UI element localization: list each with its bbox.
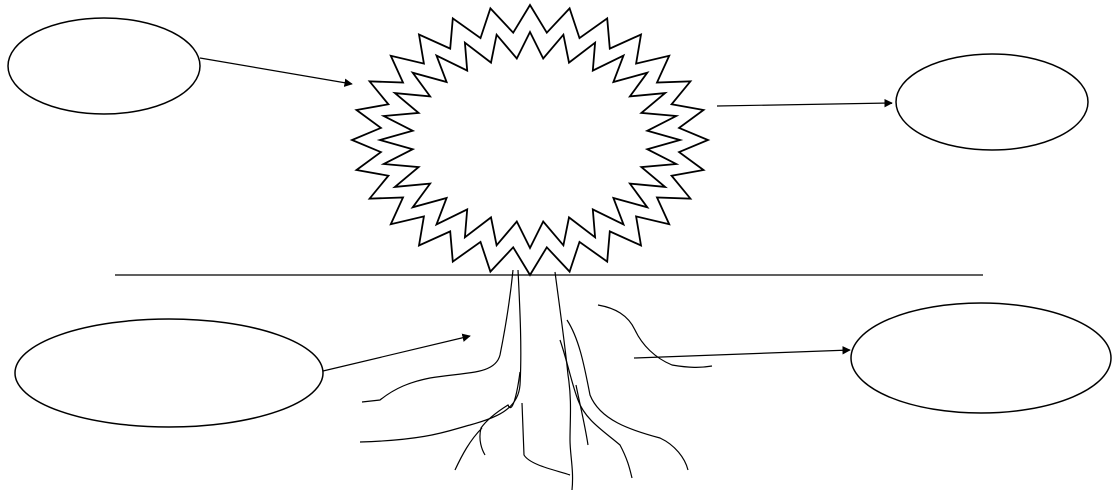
arrow-top-left-to-sun: [200, 58, 352, 84]
root-strand: [555, 272, 573, 490]
oval-bottom-left: [15, 319, 323, 427]
sun-starburst: [352, 5, 708, 275]
arrow-roots-to-bottom-right: [634, 350, 850, 358]
root-strand: [455, 428, 482, 470]
root-strand: [598, 305, 712, 367]
starburst-inner-ring: [380, 32, 680, 248]
root-strand: [362, 270, 513, 402]
oval-top-right: [896, 54, 1088, 150]
starburst-outer-ring: [352, 5, 708, 275]
oval-top-left: [8, 18, 200, 114]
oval-bottom-right: [851, 303, 1111, 413]
arrow-sun-to-top-right: [717, 103, 892, 106]
arrow-bottom-left-to-roots: [323, 336, 470, 371]
root-strand: [567, 320, 688, 470]
tree-roots: [360, 270, 712, 490]
root-strand: [522, 403, 570, 475]
